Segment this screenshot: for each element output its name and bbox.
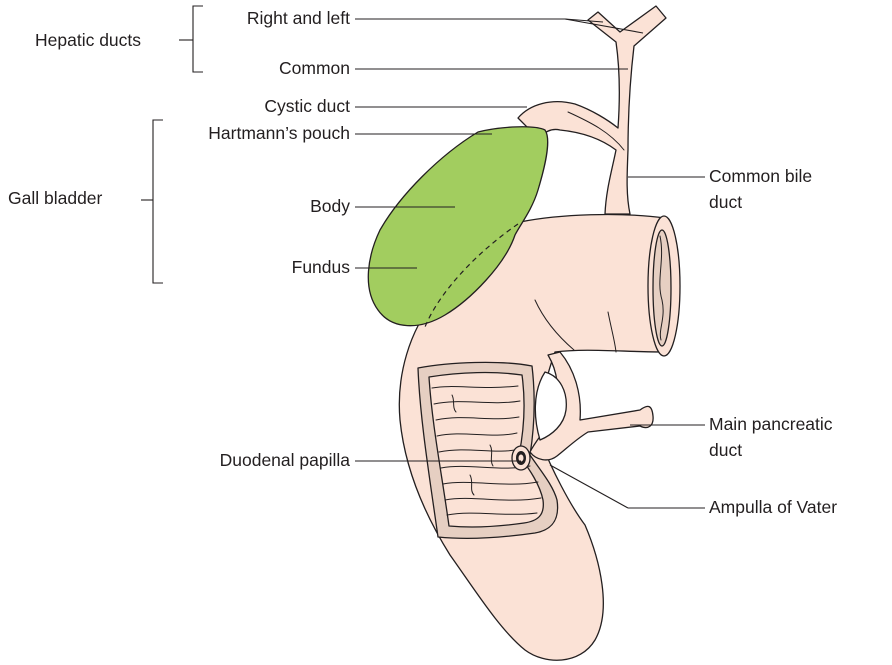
duodenal-papilla [512, 446, 530, 470]
label-hartmanns-pouch: Hartmann’s pouch [208, 123, 350, 143]
label-common: Common [279, 58, 350, 78]
label-common-bile-duct-2: duct [709, 192, 742, 212]
label-common-bile-duct-1: Common bile [709, 166, 812, 186]
label-duodenal-papilla: Duodenal papilla [220, 450, 351, 470]
label-main-pancreatic-duct-2: duct [709, 440, 742, 460]
label-right-and-left: Right and left [247, 8, 350, 28]
label-gall-bladder: Gall bladder [8, 188, 103, 208]
label-fundus: Fundus [292, 257, 351, 277]
label-body: Body [310, 196, 350, 216]
duodenum-cut-end [648, 216, 680, 356]
label-hepatic-ducts: Hepatic ducts [35, 30, 141, 50]
label-ampulla-of-vater: Ampulla of Vater [709, 497, 837, 517]
brackets [141, 6, 203, 283]
label-cystic-duct: Cystic duct [264, 96, 350, 116]
label-main-pancreatic-duct-1: Main pancreatic [709, 414, 833, 434]
